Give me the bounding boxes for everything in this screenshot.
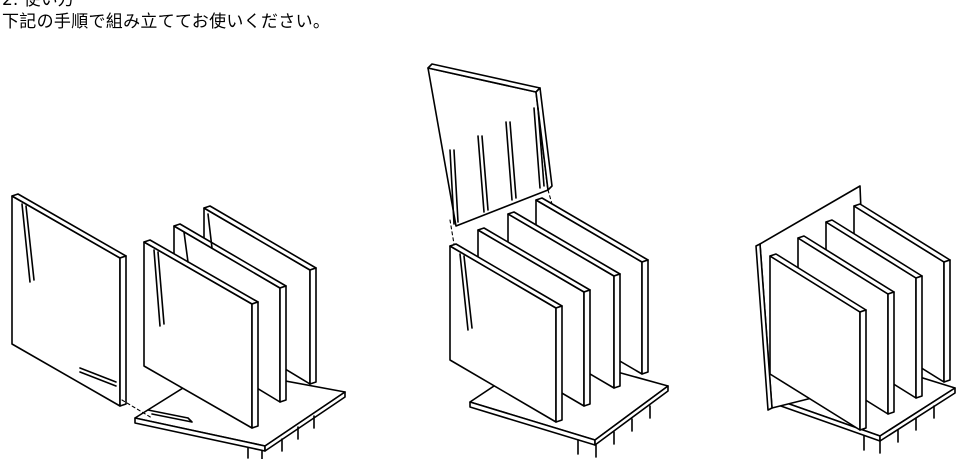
upright-panel bbox=[769, 253, 867, 431]
section-heading: 2. 使い方 bbox=[2, 0, 75, 10]
upright-panel bbox=[449, 243, 563, 423]
instruction-text: 下記の手順で組み立ててお使いください。 bbox=[2, 12, 331, 32]
assembly-step-1-figure bbox=[11, 193, 346, 459]
side-panel-detached bbox=[11, 193, 127, 407]
upright-panel bbox=[143, 213, 259, 429]
slotted-panel-lifted bbox=[427, 63, 553, 227]
assembly-step-2-figure bbox=[427, 63, 669, 458]
assembly-step-3-figure bbox=[755, 185, 956, 454]
